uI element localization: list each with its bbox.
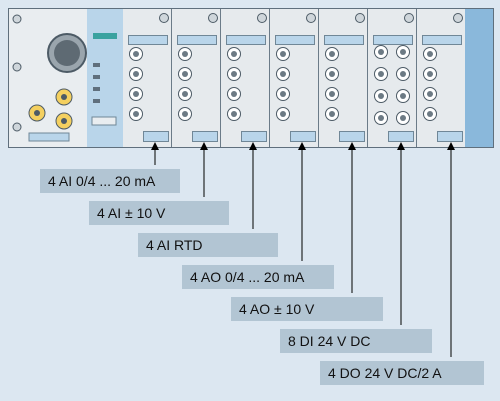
io-module-6 xyxy=(368,9,417,147)
m12-connector-icon xyxy=(276,67,290,81)
module-bottom-tag xyxy=(339,131,365,142)
m12-connector-icon xyxy=(423,87,437,101)
io-module-4 xyxy=(270,9,319,147)
m12-connector-icon xyxy=(423,47,437,61)
m12-connector-icon xyxy=(325,107,339,121)
m12-connector-icon xyxy=(129,67,143,81)
io-module-5 xyxy=(319,9,368,147)
module-bottom-tag xyxy=(437,131,463,142)
m12-connector-icon xyxy=(374,89,388,103)
m12-connector-icon xyxy=(276,107,290,121)
screw-icon xyxy=(453,13,463,23)
io-module-2 xyxy=(172,9,221,147)
m12-connector-icon xyxy=(423,107,437,121)
m12-connector-icon xyxy=(374,111,388,125)
m12-connector-icon xyxy=(178,67,192,81)
m12-connector-icon xyxy=(374,67,388,81)
screw-icon xyxy=(208,13,218,23)
module-label-ai-voltage: 4 AI ± 10 V xyxy=(89,201,229,225)
m12-connector-icon xyxy=(227,107,241,121)
m12-connector-icon xyxy=(325,47,339,61)
module-label-plate xyxy=(226,35,266,45)
module-label-ai-rtd: 4 AI RTD xyxy=(138,233,278,257)
m12-connector-icon xyxy=(129,87,143,101)
m12-connector-icon xyxy=(325,87,339,101)
module-label-plate xyxy=(373,35,413,45)
m12-connector-icon xyxy=(396,67,410,81)
module-bottom-tag xyxy=(192,131,218,142)
module-label-plate xyxy=(422,35,462,45)
module-label-plate xyxy=(128,35,168,45)
m12-connector-icon xyxy=(227,67,241,81)
m12-connector-icon xyxy=(276,47,290,61)
m12-connector-icon xyxy=(227,87,241,101)
m12-connector-icon xyxy=(227,47,241,61)
m12-connector-icon xyxy=(423,67,437,81)
module-label-ai-current: 4 AI 0/4 ... 20 mA xyxy=(40,169,180,193)
interface-status-strip xyxy=(87,9,124,147)
screw-icon xyxy=(355,13,365,23)
module-label-di: 8 DI 24 V DC xyxy=(280,329,432,353)
module-label-do: 4 DO 24 V DC/2 A xyxy=(320,361,484,385)
m12-connector-icon xyxy=(178,107,192,121)
status-led-panel xyxy=(91,33,117,126)
module-bottom-tag xyxy=(143,131,169,142)
m12-connector-icon xyxy=(178,87,192,101)
m12-connector-icon xyxy=(396,89,410,103)
screw-icon xyxy=(404,13,414,23)
screw-icon xyxy=(257,13,267,23)
m12-connector-icon xyxy=(374,45,388,59)
m12-connector-icon xyxy=(129,47,143,61)
screw-icon xyxy=(159,13,169,23)
io-module-1 xyxy=(123,9,172,147)
module-label-plate xyxy=(177,35,217,45)
distributed-io-station xyxy=(8,8,494,148)
m12-connector-icon xyxy=(129,107,143,121)
module-label-ao-current: 4 AO 0/4 ... 20 mA xyxy=(182,265,334,289)
interface-module-graphic xyxy=(12,14,87,142)
screw-icon xyxy=(306,13,316,23)
m12-connector-icon xyxy=(178,47,192,61)
module-label-plate xyxy=(275,35,315,45)
m12-connector-icon xyxy=(396,111,410,125)
m12-connector-icon xyxy=(396,45,410,59)
module-label-plate xyxy=(324,35,364,45)
interface-module xyxy=(9,9,88,147)
m12-connector-icon xyxy=(325,67,339,81)
m12-connector-icon xyxy=(276,87,290,101)
io-module-3 xyxy=(221,9,270,147)
module-bottom-tag xyxy=(388,131,414,142)
module-bottom-tag xyxy=(241,131,267,142)
module-bottom-tag xyxy=(290,131,316,142)
module-label-ao-voltage: 4 AO ± 10 V xyxy=(231,297,383,321)
rack-end-plate xyxy=(465,9,493,147)
